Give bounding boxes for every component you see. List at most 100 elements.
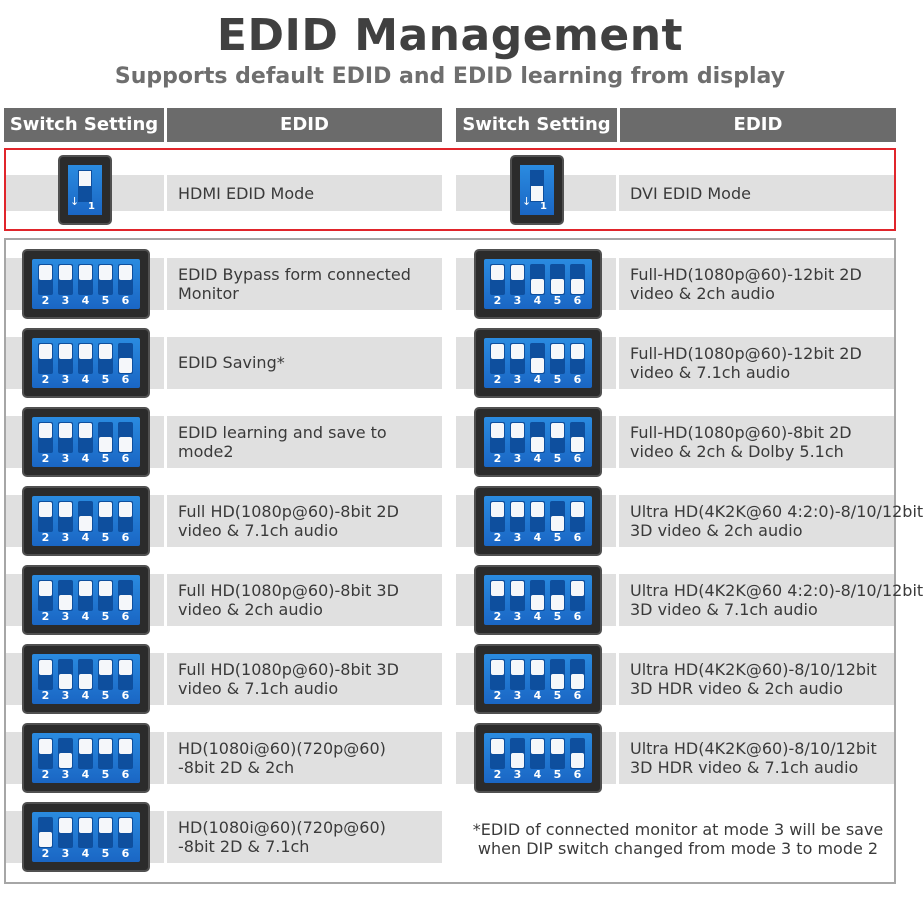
dip-switch-number: 4	[533, 610, 542, 623]
dip-switch-number: 1	[88, 201, 95, 212]
dip-switch-lever	[99, 660, 112, 675]
dip-switch-slot	[58, 343, 73, 374]
column-separator	[616, 337, 619, 389]
footnote-line-2: when DIP switch changed from mode 3 to m…	[477, 839, 879, 858]
dip-switch-lever	[119, 595, 132, 610]
dip-switch-slot	[98, 343, 113, 374]
dip-switch-slot	[570, 659, 585, 690]
edid-mode-section	[4, 148, 896, 231]
edid-description-line-1: Full HD(1080p@60)-8bit 3D	[178, 581, 399, 600]
dip-switch-slot	[78, 817, 93, 848]
dip-switch-slot	[510, 343, 525, 374]
dip-switch-slot	[510, 264, 525, 295]
dip-switch-slot	[118, 422, 133, 453]
edid-description-line-2: video & 7.1ch audio	[178, 679, 339, 698]
dip-switch-number: 6	[121, 294, 130, 307]
dip-switch-slot	[118, 738, 133, 769]
dip-switch-slot	[570, 343, 585, 374]
dip-switch-slot	[58, 817, 73, 848]
dip-switch-number: 4	[81, 689, 90, 702]
dip-switch-lever	[571, 581, 584, 596]
dip-switch-number: 2	[41, 373, 50, 386]
column-separator	[164, 574, 167, 626]
dip-switch-number: 3	[513, 452, 522, 465]
column-separator	[164, 653, 167, 705]
dip-switch-lever	[59, 265, 72, 280]
mode-label: HDMI EDID Mode	[178, 184, 315, 203]
dip-switch-slot	[490, 501, 505, 532]
dip-switch-number: 2	[493, 531, 502, 544]
dip-switch-number: 5	[101, 847, 110, 860]
dip-switch-number: 5	[553, 531, 562, 544]
dip-switch-slot	[118, 817, 133, 848]
dip-switch-number: 3	[61, 689, 70, 702]
dip-switch-slot	[510, 738, 525, 769]
edid-description-line-1: Ultra HD(4K2K@60 4:2:0)-8/10/12bit	[630, 581, 923, 600]
dip-switch-lever	[571, 674, 584, 689]
dip-switch-number: 2	[493, 610, 502, 623]
dip-switch-number: 4	[533, 373, 542, 386]
edid-description-line-2: video & 2ch audio	[178, 600, 323, 619]
dip-switch-number: 2	[41, 294, 50, 307]
dip-switch-number: 4	[533, 531, 542, 544]
dip-switch-number: 4	[81, 847, 90, 860]
edid-description-line-1: Ultra HD(4K2K@60 4:2:0)-8/10/12bit	[630, 502, 923, 521]
column-separator	[164, 416, 167, 468]
dip-switch-slot	[98, 422, 113, 453]
dip-switch-slot	[118, 659, 133, 690]
edid-description-line-1: HD(1080i@60)(720p@60)	[178, 818, 386, 837]
dip-switch-lever	[39, 832, 52, 847]
dip-switch-number: 3	[61, 768, 70, 781]
dip-switch-slot	[78, 659, 93, 690]
dip-switch-number: 5	[101, 768, 110, 781]
dip-switch-lever	[39, 265, 52, 280]
dip-switch-lever	[79, 581, 92, 596]
dip-switch-slot	[38, 659, 53, 690]
dip-switch-number: 3	[513, 294, 522, 307]
edid-description-line-1: Full HD(1080p@60)-8bit 2D	[178, 502, 399, 521]
dip-switch-slot	[38, 580, 53, 611]
dip-switch-lever	[99, 437, 112, 452]
dip-switch-lever	[491, 265, 504, 280]
dip-switch-slot	[530, 659, 545, 690]
edid-description-line-2: 3D video & 2ch audio	[630, 521, 803, 540]
dip-switch-lever	[79, 674, 92, 689]
dip-switch-lever	[59, 753, 72, 768]
dip-switch-number: 5	[553, 768, 562, 781]
dip-switch-number: 6	[121, 373, 130, 386]
dip-switch-slot	[118, 580, 133, 611]
dip-switch-lever	[531, 186, 543, 201]
dip-switch-lever	[511, 581, 524, 596]
dip-switch-lever	[551, 423, 564, 438]
dip-switch-lever	[99, 581, 112, 596]
dip-switch-slot	[490, 659, 505, 690]
dip-switch-lever	[99, 502, 112, 517]
dip-switch-slot	[58, 580, 73, 611]
dip-switch-lever	[39, 660, 52, 675]
dip-switch-lever	[511, 265, 524, 280]
dip-switch-lever	[119, 502, 132, 517]
dip-switch-lever	[39, 581, 52, 596]
edid-description-line-1: EDID Saving*	[178, 353, 285, 372]
dip-switch-slot	[98, 264, 113, 295]
dip-switch-number: 5	[553, 294, 562, 307]
dip-switch-lever	[511, 344, 524, 359]
dip-switch-lever	[531, 739, 544, 754]
dip-switch-slot	[98, 580, 113, 611]
dip-switch-lever	[59, 344, 72, 359]
dip-switch-slot	[98, 817, 113, 848]
dip-switch-lever	[99, 818, 112, 833]
dip-switch-slot	[118, 343, 133, 374]
dip-switch-number: 4	[81, 373, 90, 386]
dip-switch-lever	[511, 660, 524, 675]
dip-switch-slot	[98, 501, 113, 532]
